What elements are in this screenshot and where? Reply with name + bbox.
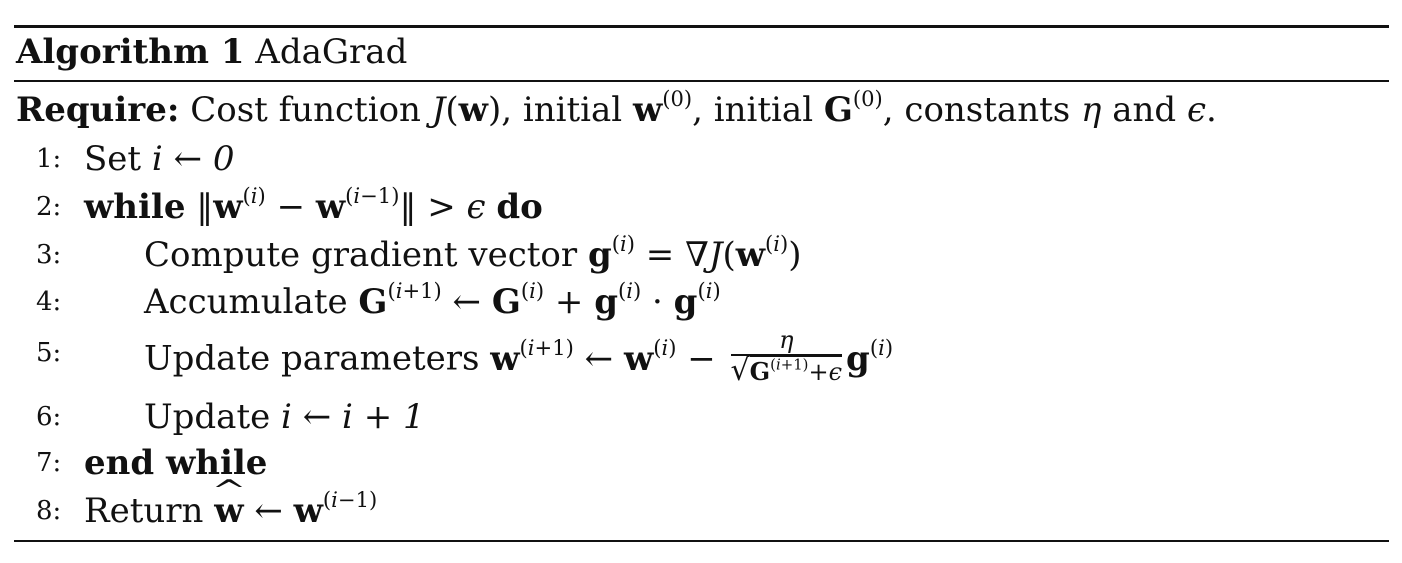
keyword-while: while (84, 187, 186, 227)
require-text: . (1206, 90, 1217, 130)
line-body: Compute gradient vector g(i) = ∇J(w(i)) (144, 232, 801, 278)
require-text: initial (512, 90, 633, 130)
math-symbol: J (431, 90, 446, 130)
line-text: Set (84, 139, 152, 179)
algorithm-label: Algorithm 1 (16, 32, 245, 72)
math-symbol: ), (487, 90, 513, 130)
line-number: 2: (36, 192, 62, 222)
math-symbol: η (1081, 90, 1102, 130)
math-expression: G(i+1) ← G(i) + g(i) · g(i) (358, 277, 721, 322)
math-expression: i ← i + 1 (281, 397, 425, 437)
algorithm-name: AdaGrad (255, 32, 408, 72)
line-number: 4: (36, 287, 62, 317)
require-text: , constants (882, 90, 1082, 130)
line-number: 6: (36, 402, 62, 432)
top-rule (14, 25, 1389, 28)
require-label: Require: (16, 90, 180, 130)
math-superscript: (0) (852, 85, 883, 111)
require-text: and (1101, 90, 1187, 130)
require-line: Require: Cost function J(w), initial w(0… (16, 86, 1217, 134)
line-number: 8: (36, 496, 62, 526)
fraction: η√G(i+1)+ϵ (730, 326, 843, 388)
line-number: 5: (36, 338, 62, 368)
math-symbol: G (823, 90, 853, 130)
line-body: while ‖w(i) − w(i−1)‖ > ϵ do (84, 184, 543, 230)
algorithm-title: Algorithm 1 AdaGrad (16, 28, 407, 76)
math-superscript: (0) (662, 85, 693, 111)
bottom-rule (14, 540, 1389, 542)
math-expression: i ← 0 (151, 139, 235, 179)
require-text: Cost function (190, 90, 432, 130)
line-number: 3: (36, 240, 62, 270)
keyword-do: do (496, 187, 543, 227)
line-text: Return (84, 491, 215, 531)
math-expression: g(i) = ∇J(w(i)) (587, 230, 802, 275)
line-body: Set i ← 0 (84, 136, 235, 182)
math-expression: w ← w(i−1) (214, 489, 377, 531)
line-text: Compute gradient vector (144, 235, 588, 275)
line-body: Accumulate G(i+1) ← G(i) + g(i) · g(i) (144, 279, 721, 325)
line-number: 7: (36, 448, 62, 478)
line-body: Update i ← i + 1 (144, 394, 425, 440)
math-symbol: ( (445, 90, 459, 130)
math-expression: ‖w(i) − w(i−1)‖ > ϵ (196, 182, 486, 227)
math-symbol: ϵ (1186, 90, 1206, 130)
line-text: Accumulate (144, 282, 359, 322)
line-body: Update parameters w(i+1) ← w(i) − η√G(i+… (144, 326, 894, 391)
header-rule (14, 80, 1389, 82)
math-symbol: w (632, 90, 663, 130)
line-text: Update parameters (144, 338, 491, 379)
line-text: Update (144, 397, 282, 437)
require-text: , initial (692, 90, 824, 130)
line-body: Return w ← w(i−1) (84, 488, 377, 534)
math-symbol: w (458, 90, 488, 130)
line-number: 1: (36, 144, 62, 174)
